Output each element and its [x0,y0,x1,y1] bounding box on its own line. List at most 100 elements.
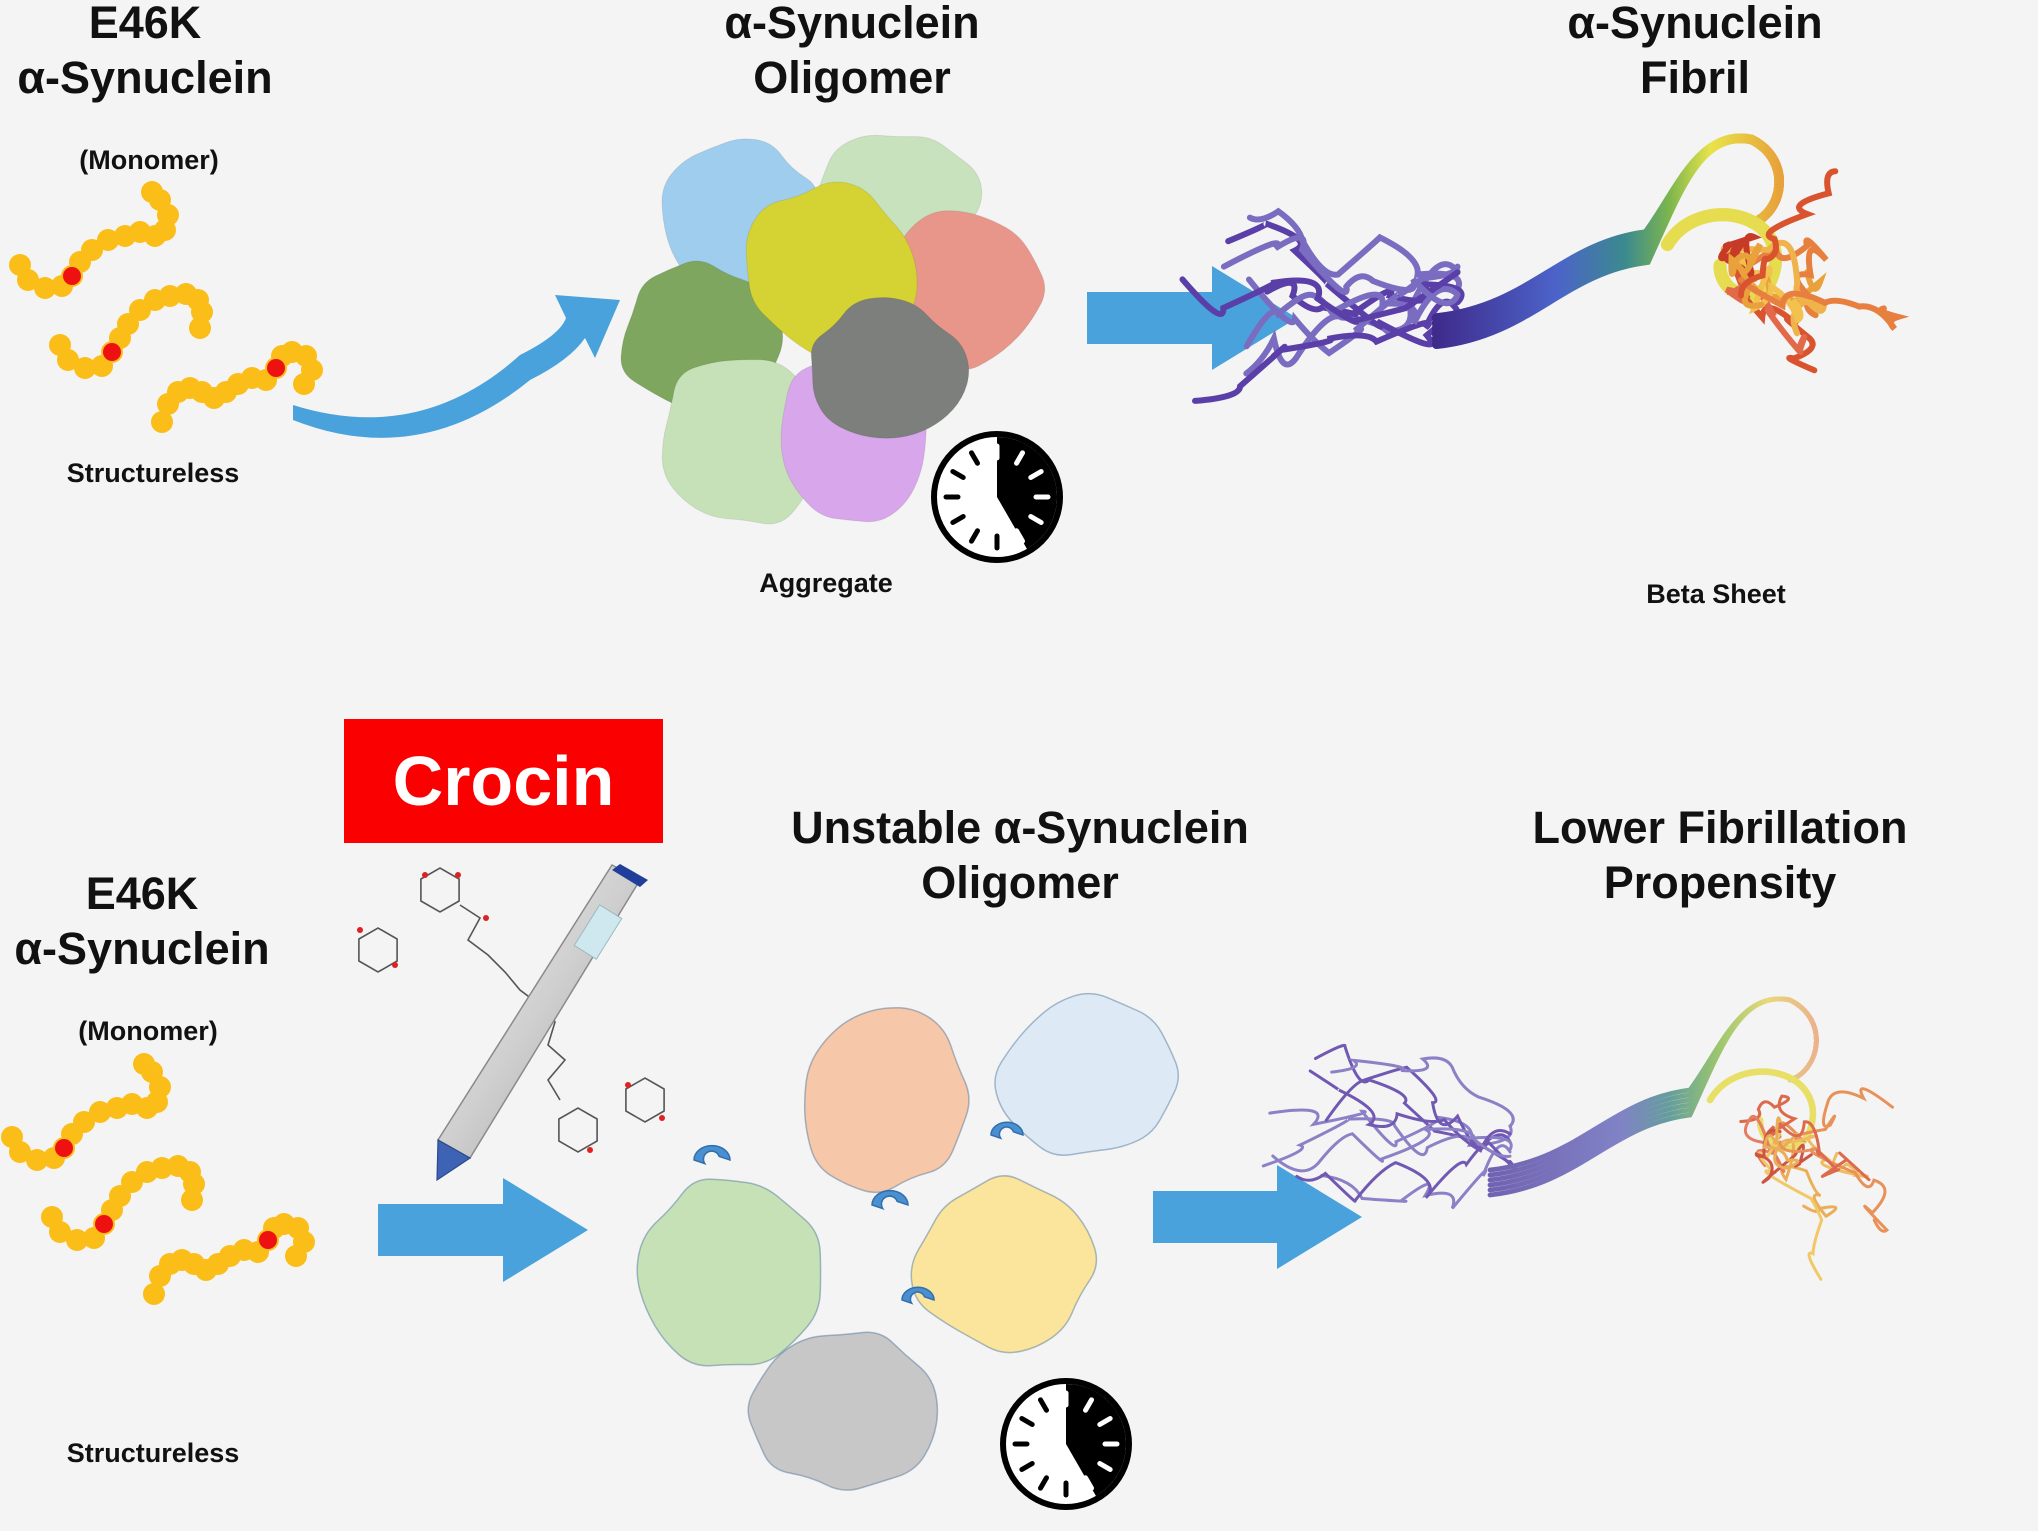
pipette-tip [436,1138,472,1182]
clock-tick [1028,514,1044,525]
fibrils-layer [1179,133,1910,1281]
fibril-strand [1295,1133,1512,1203]
arrow-icon [1153,1165,1362,1269]
oligomer-unit [636,1178,822,1367]
fibril-strand [1271,1127,1512,1173]
fibril-strand [1754,1128,1813,1184]
clock-tick [969,450,980,466]
fibril-strand [1225,220,1461,348]
bead [34,277,56,299]
top-oligomer-title-line1: α-Synuclein [724,0,980,48]
clock-tick [1097,1416,1113,1427]
sugar-ring [558,1107,598,1153]
sugar-ring [420,867,460,913]
top-monomer-subtitle: (Monomer) [79,145,219,175]
beta-sheet-ribbon [1431,133,1784,350]
oligomers-layer [620,134,1180,1491]
top-monomer-title-line1: E46K [88,0,202,48]
crocin-fragment [990,1121,1024,1140]
bottom-oligomer-title-line1: Unstable α-Synuclein [791,802,1249,853]
bead [9,1141,31,1163]
monomer-chain [41,1155,205,1251]
bead [159,285,181,307]
fibril-strand [1778,1138,1838,1219]
arrow-icon [1087,266,1297,370]
crocin-fragment [693,1144,731,1165]
bead [181,1189,203,1211]
fibril-strand [1192,298,1461,404]
fibril-strand [1246,263,1461,357]
bead [97,229,119,251]
fibril-strand [1264,279,1465,318]
oligomer-unit [747,1331,939,1491]
oxygen-atom [659,1115,665,1121]
monomer-chains-layer [1,181,323,1305]
arrows-layer [293,266,1362,1282]
clock-tick [1019,1461,1035,1472]
monomer-chain [49,283,213,379]
clock-tick [1083,1397,1094,1413]
beta-sheet-ribbon [1431,133,1784,329]
bead [151,1157,173,1179]
top-monomer-caption: Structureless [66,458,240,488]
fibril-strand [1778,1140,1890,1233]
monomer-chain [1,1053,171,1171]
top-fibril-title-line2: Fibril [1640,51,1750,103]
fibril-strand [1179,269,1461,325]
top-fibril-title-line1: α-Synuclein [1567,0,1823,48]
top-fibril-caption: Beta Sheet [1646,579,1786,609]
mutation-bead [103,343,121,361]
top-monomer-title: E46K α-Synuclein [0,0,290,106]
clock-tick [1019,1416,1035,1427]
fibril-strand [1724,284,1808,355]
clock-tick [950,469,966,480]
crocin-label: Crocin [392,742,615,820]
crocin-fragment [871,1189,909,1210]
fibril-strand [1737,168,1839,299]
mutation-bead [95,1215,113,1233]
crocin-label-box: Crocin [344,719,663,843]
bottom-fibril-structure [1261,996,1894,1281]
oligomer-unit [910,1175,1098,1354]
sugar-ring [358,927,398,973]
bottom-oligomer-title-line2: Oligomer [921,856,1119,908]
bead [143,1283,165,1305]
fibril-strand [1308,1069,1512,1153]
oxygen-atom [455,872,461,878]
bottom-monomer-title-line2: α-Synuclein [14,922,270,974]
pipette-plunger [612,864,648,887]
oxygen-atom [625,1082,631,1088]
clock-tick [1083,1475,1094,1491]
bead [74,357,96,379]
pipette-window [573,904,623,960]
monomer-chain [151,341,323,433]
top-oligomer-title: α-Synuclein Oligomer [652,0,1052,106]
top-oligomer-caption: Aggregate [759,568,893,598]
clock-tick [1014,450,1025,466]
clock-tick [1038,1397,1049,1413]
bottom-monomer-subtitle: (Monomer) [78,1016,218,1046]
arrow-icon [378,1178,588,1282]
oligomer-unit [810,297,970,439]
bead [293,373,315,395]
bead [66,1229,88,1251]
bottom-monomer-title: E46K α-Synuclein [0,867,284,977]
top-fibril-title: α-Synuclein Fibril [1495,0,1895,106]
bottom-result-title-line1: Lower Fibrillation [1532,802,1908,853]
clock-icon [931,431,1063,563]
fibril-strand [1738,277,1910,331]
fibril-strand [1220,234,1461,307]
mutation-bead [63,267,81,285]
pipette-body [436,864,642,1160]
bead [81,239,103,261]
oxygen-atom [392,962,398,968]
top-oligomer-title-line2: Oligomer [753,51,951,103]
bead [191,301,213,323]
bead [26,1149,48,1171]
bead [183,1173,205,1195]
bead [151,411,173,433]
arrow-icon [293,295,620,438]
clock-tick [1038,1475,1049,1491]
mutation-bead [55,1139,73,1157]
fibril-strand [1246,207,1462,293]
